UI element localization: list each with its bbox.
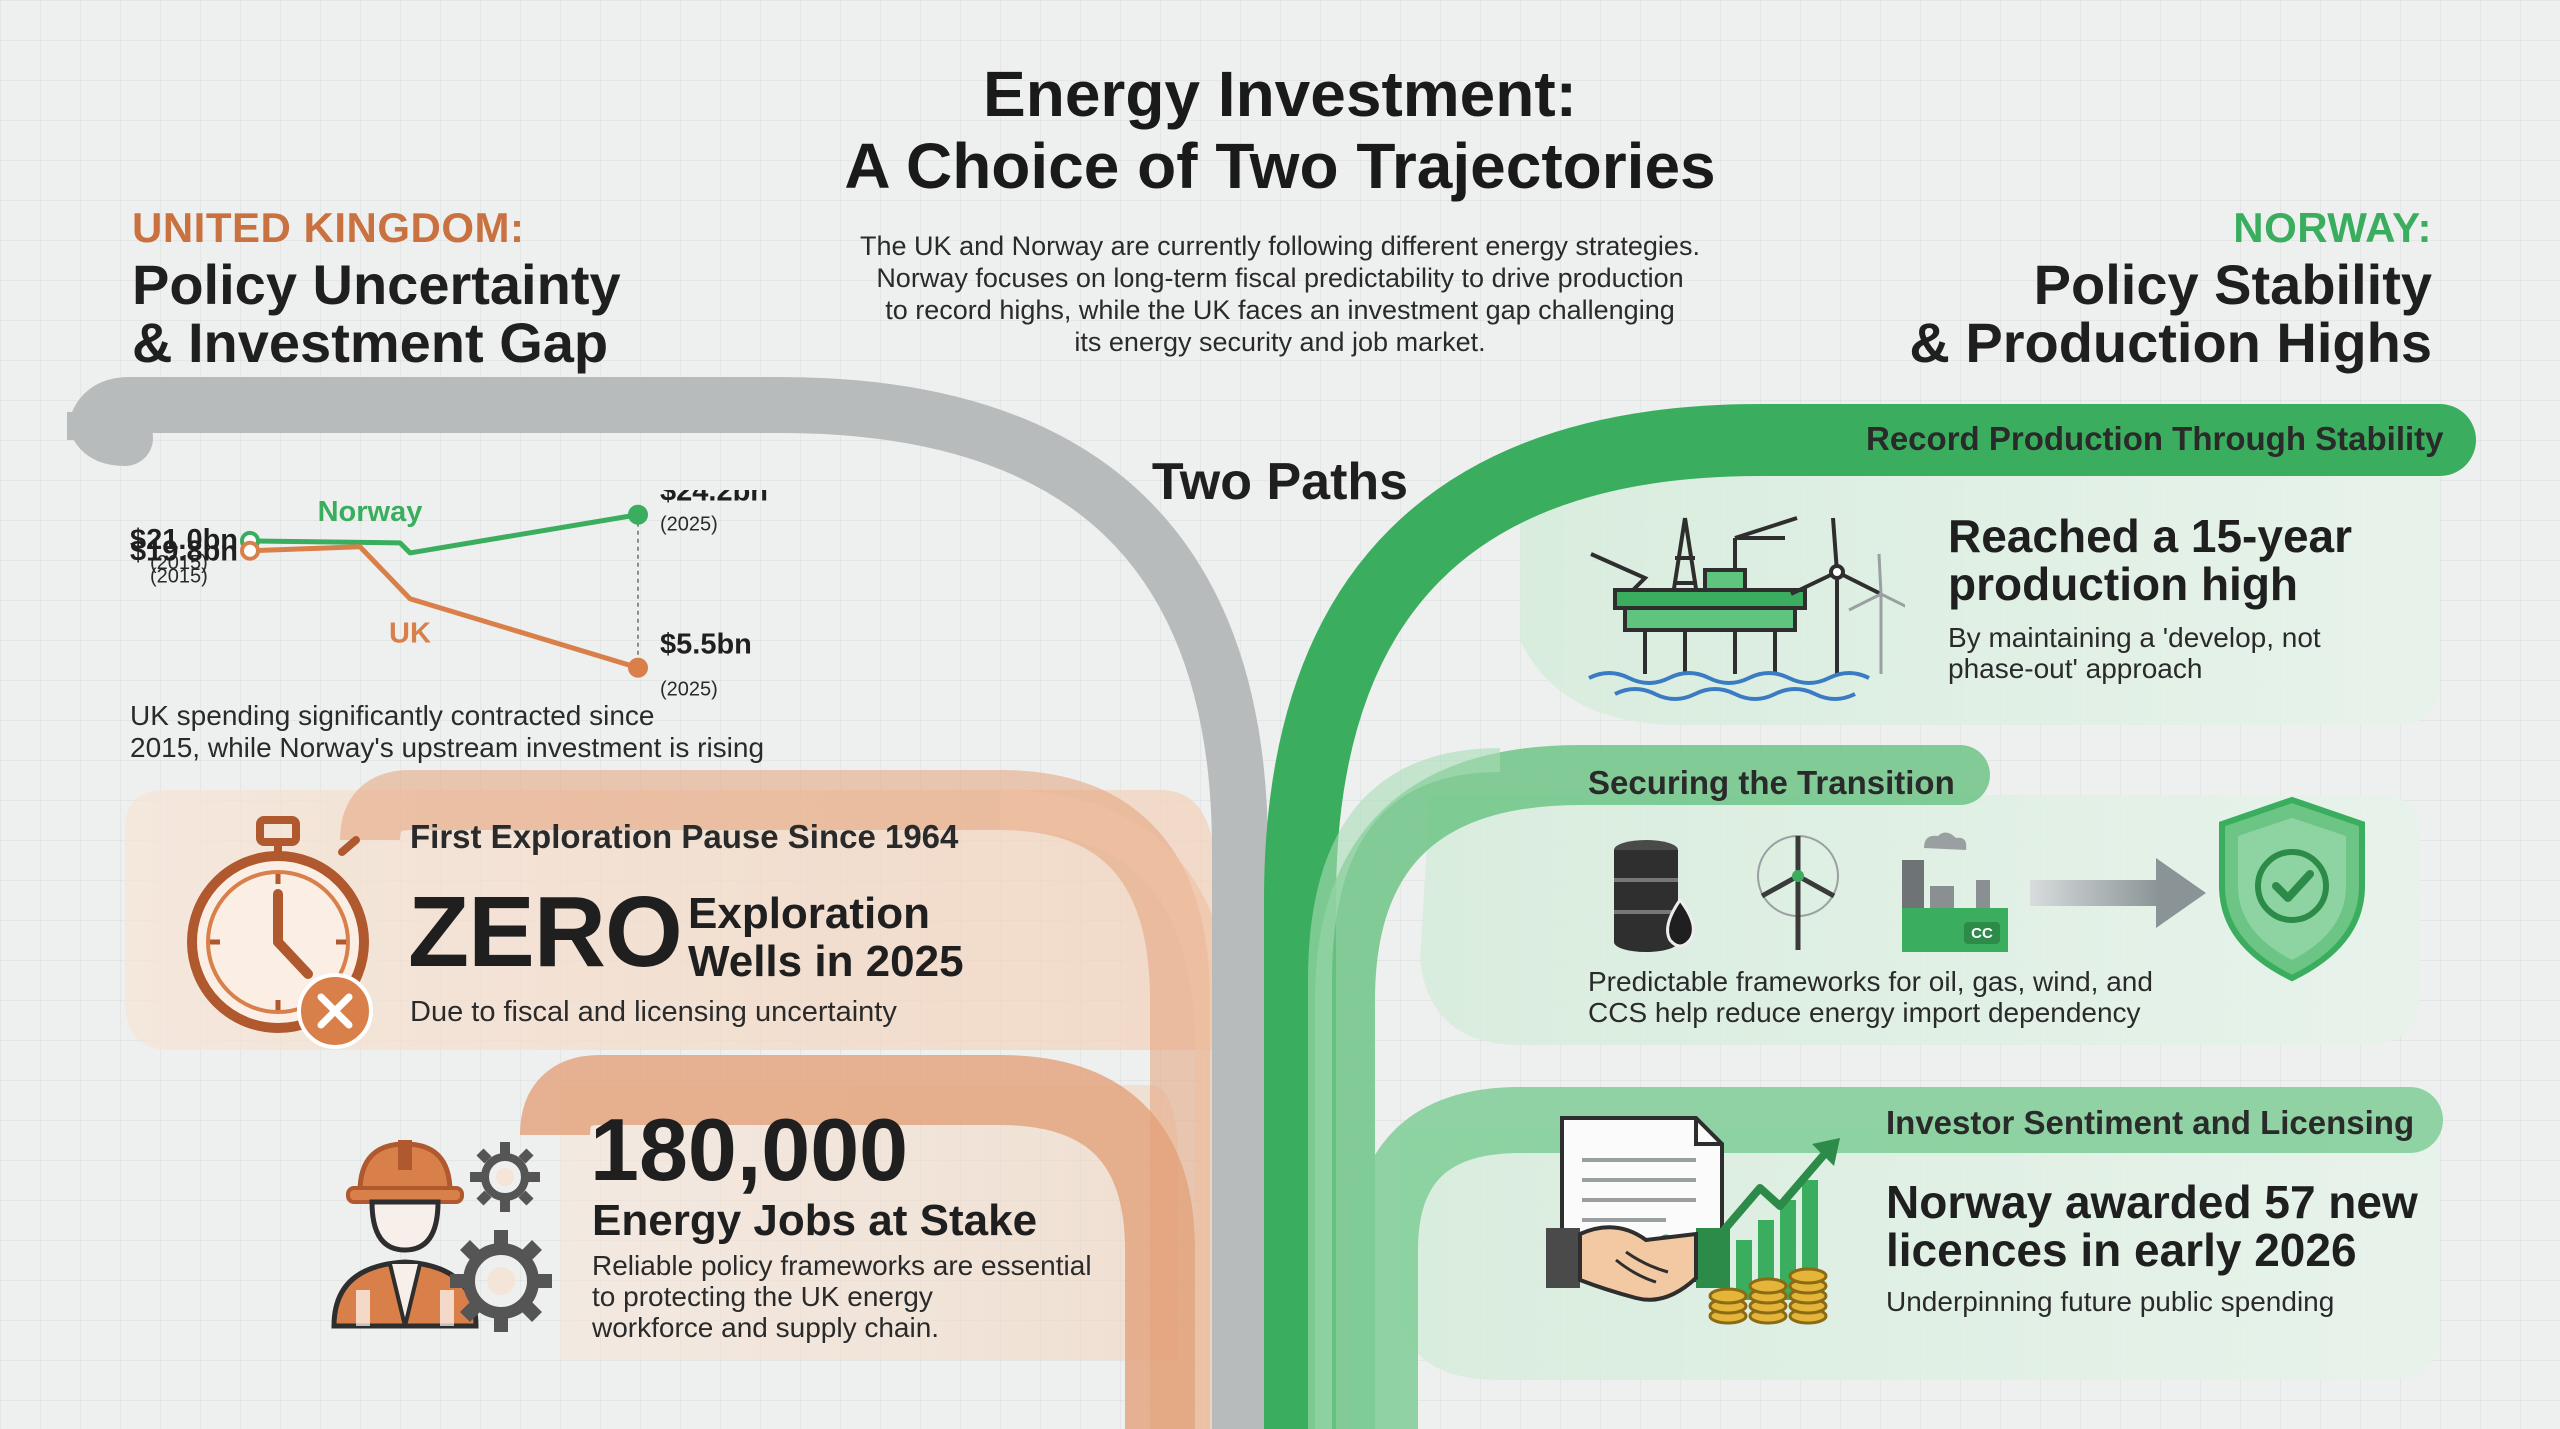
heading-line: & Investment Gap [132, 311, 609, 374]
data-label-value: $21.0bn [130, 524, 238, 556]
intro-line: The UK and Norway are currently followin… [860, 231, 1700, 261]
uk-gray-path [67, 377, 1268, 1429]
series-line-uk [249, 544, 639, 671]
oil-rig-icon [1588, 516, 1905, 701]
uk-jobs-label: Energy Jobs at Stake [592, 1196, 1038, 1245]
uk-exploration-pause-label: First Exploration Pause Since 1964 [410, 818, 959, 855]
intro-line: Norway focuses on long-term fiscal predi… [876, 263, 1684, 293]
headline-line: licences in early 2026 [1886, 1224, 2357, 1276]
uk-heading: Policy Uncertainty & Investment Gap [132, 256, 732, 372]
data-label-year: (2015) [150, 552, 208, 574]
uk-path-strand [520, 1055, 1195, 1429]
note-line: to protecting the UK energy [592, 1281, 933, 1312]
ccs-badge-text: CC [1971, 925, 1993, 942]
uk-zero-value: ZERO [408, 876, 683, 988]
wind-turbine-icon [1757, 835, 1839, 950]
uk-card-exploration-bg [125, 790, 1215, 1050]
headline-line: Reached a 15-year [1948, 510, 2353, 562]
series-line-norway [249, 512, 639, 556]
uk-zero-note: Due to fiscal and licensing uncertainty [410, 996, 897, 1028]
licensing-illustration [1546, 1116, 1840, 1325]
series-name-label: UK [389, 618, 431, 650]
norway-path-strand [1315, 745, 1990, 1429]
data-point-norway-2025 [628, 504, 648, 525]
data-label-value: $24.2bn [660, 490, 768, 508]
norway-country-label: NORWAY: [2233, 204, 2432, 251]
cancel-icon [297, 973, 373, 1049]
title-line: A Choice of Two Trajectories [844, 130, 1716, 202]
handshake-icon [1546, 1225, 1730, 1302]
heading-line: Policy Uncertainty [132, 253, 621, 316]
data-label-year: (2015) [150, 566, 208, 588]
norway-path-strand [1308, 748, 1501, 1429]
uk-jobs-value: 180,000 [590, 1100, 909, 1199]
data-label-value: $5.5bn [660, 629, 752, 661]
norway-licences-note: Underpinning future public spending [1886, 1286, 2335, 1317]
series-name-label: Norway [318, 496, 423, 528]
page-title: Energy Investment: A Choice of Two Traje… [640, 58, 1920, 202]
norway-licences-headline: Norway awarded 57 new licences in early … [1886, 1178, 2446, 1274]
intro-line: its energy security and job market. [1074, 327, 1486, 357]
headline-line: production high [1948, 558, 2299, 610]
norway-production-label: Record Production Through Stability [1866, 420, 2444, 457]
norway-transition-label: Securing the Transition [1588, 764, 1955, 801]
title-line: Energy Investment: [983, 58, 1577, 130]
caption-line: UK spending significantly contracted sin… [130, 700, 655, 731]
norway-path-strand [1352, 1087, 2443, 1429]
uk-zero-description: Exploration Wells in 2025 [688, 890, 964, 986]
shield-check-icon [2219, 796, 2365, 982]
worker-icon [331, 1140, 479, 1329]
investment-line-chart: $21.0bn(2015)$24.2bn(2025)Norway$19.8bn(… [130, 490, 768, 701]
note-line: Reliable policy frameworks are essential [592, 1250, 1092, 1281]
note-line: Predictable frameworks for oil, gas, win… [1588, 966, 2153, 997]
gear-icon [470, 1142, 540, 1212]
intro-line: to record highs, while the UK faces an i… [885, 295, 1675, 325]
note-line: By maintaining a 'develop, not [1948, 622, 2321, 653]
data-label-value: $19.8bn [130, 536, 238, 568]
norway-transition-note: Predictable frameworks for oil, gas, win… [1588, 966, 2208, 1028]
intro-text: The UK and Norway are currently followin… [820, 230, 1740, 358]
ccs-plant-icon: CC [1902, 832, 2008, 952]
oil-barrel-icon [1614, 840, 1695, 952]
data-point-uk-2015 [240, 540, 260, 561]
data-point-uk-2025 [628, 657, 648, 678]
gear-icon [450, 1230, 552, 1332]
desc-line: Wells in 2025 [688, 937, 964, 986]
data-label-year: (2025) [660, 679, 718, 701]
uk-jobs-note: Reliable policy frameworks are essential… [592, 1250, 1152, 1343]
data-label-year: (2025) [660, 514, 718, 536]
note-line: CCS help reduce energy import dependency [1588, 997, 2141, 1028]
coin-stack-icon [1708, 1267, 1828, 1325]
note-line: phase-out' approach [1948, 653, 2203, 684]
chart-caption: UK spending significantly contracted sin… [130, 700, 790, 764]
uk-card-jobs-bg [560, 1085, 1178, 1360]
heading-line: & Production Highs [1909, 311, 2432, 374]
desc-line: Exploration [688, 889, 931, 938]
note-line: workforce and supply chain. [592, 1312, 940, 1343]
norway-production-note: By maintaining a 'develop, not phase-out… [1948, 622, 2388, 684]
heading-line: Policy Stability [2033, 253, 2432, 316]
norway-licensing-label: Investor Sentiment and Licensing [1886, 1104, 2415, 1141]
norway-production-headline: Reached a 15-year production high [1948, 512, 2408, 608]
arrow-right-icon [2030, 858, 2206, 928]
caption-line: 2015, while Norway's upstream investment… [130, 732, 765, 763]
norway-path-strand [1264, 404, 2476, 1429]
center-label: Two Paths [1151, 453, 1409, 511]
uk-country-label: UNITED KINGDOM: [132, 204, 525, 251]
norway-heading: Policy Stability & Production Highs [1792, 256, 2432, 372]
headline-line: Norway awarded 57 new [1886, 1176, 2418, 1228]
